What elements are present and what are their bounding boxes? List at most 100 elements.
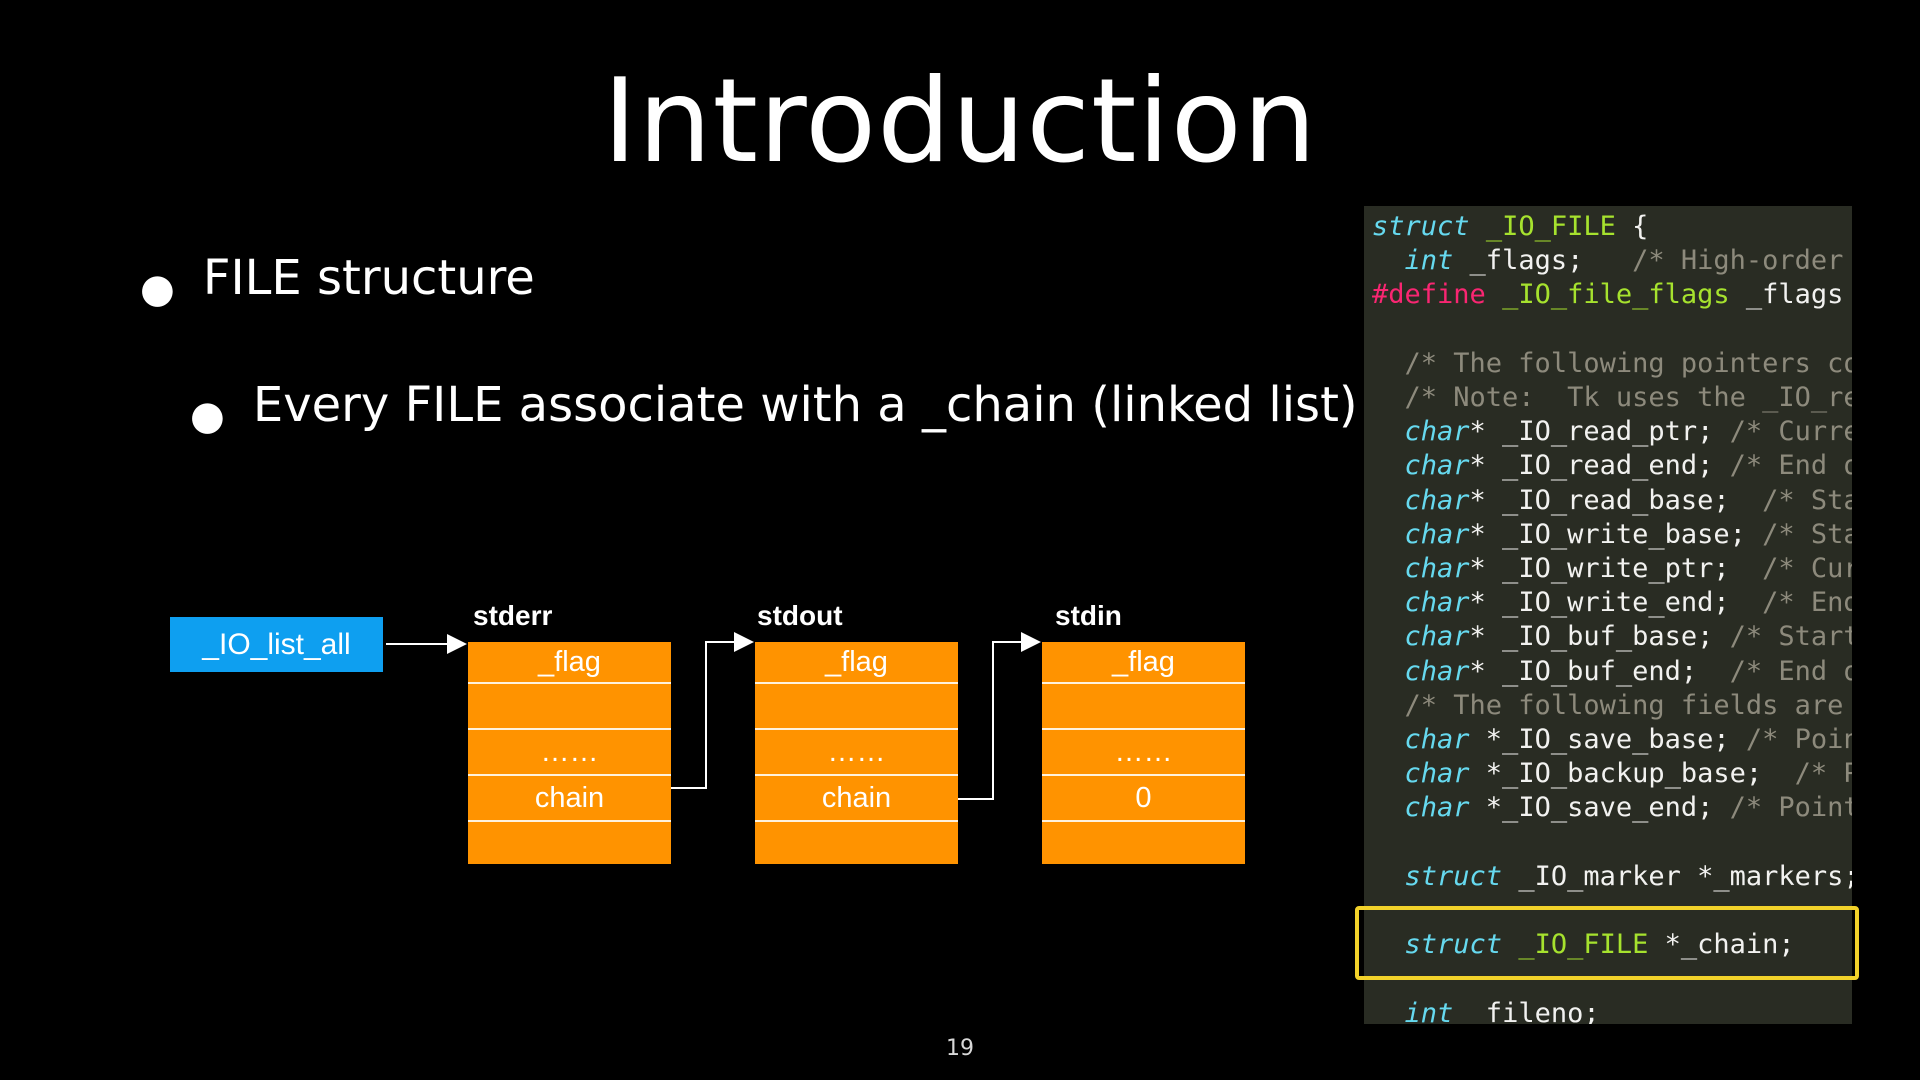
node-row-ellipsis: …… [1114, 735, 1173, 768]
code-panel: struct _IO_FILE { int _flags; /* High-or… [1364, 206, 1852, 1024]
code-line: /* Note: Tk uses the _IO_rea [1372, 381, 1852, 415]
code-token: /* Start [1729, 621, 1852, 653]
bullet-text: FILE structure [202, 250, 535, 306]
code-line: char* _IO_read_end; /* End of [1372, 449, 1852, 483]
node-row-chain: chain [534, 781, 605, 814]
code-token [1372, 690, 1405, 721]
arrow-stdout-to-stdin [958, 632, 1041, 800]
code-token [1470, 211, 1486, 242]
code-token: * _IO_read_base; [1469, 484, 1763, 516]
node-row-ellipsis: …… [540, 735, 599, 768]
code-line: char* _IO_read_base; /* Star [1372, 484, 1852, 518]
row-divider [755, 774, 958, 776]
node-row-flag: _flag [1112, 645, 1175, 678]
code-line: char *_IO_save_end; /* Pointe [1372, 791, 1852, 825]
code-token: int [1404, 245, 1454, 277]
code-token: _flags; [1453, 245, 1633, 277]
code-token: _fileno; [1453, 997, 1600, 1024]
code-token [1372, 656, 1405, 687]
code-token: struct [1404, 860, 1503, 892]
code-line: char *_IO_backup_base; /* Po [1372, 757, 1852, 791]
code-line: char* _IO_write_end; /* End [1372, 586, 1852, 620]
code-line: char* _IO_buf_base; /* Start [1372, 620, 1852, 654]
node-row-flag: _flag [825, 645, 888, 678]
chain-highlight-box [1355, 906, 1859, 980]
code-line: struct _IO_FILE { [1372, 210, 1648, 244]
code-token [1372, 724, 1405, 755]
code-token: char [1404, 587, 1470, 619]
row-divider [1042, 774, 1245, 776]
code-token: char [1404, 758, 1470, 790]
code-line: char *_IO_save_base; /* Point [1372, 723, 1852, 757]
bullet-chain-description: ● Every FILE associate with a _chain (lin… [190, 377, 1358, 439]
code-line: #define _IO_file_flags _flags [1372, 278, 1843, 312]
code-token [1372, 792, 1405, 823]
code-token: char [1404, 416, 1470, 448]
code-line: int _flags; /* High-order w [1372, 244, 1852, 278]
row-divider [755, 682, 958, 684]
code-token: /* Pointe [1729, 792, 1852, 824]
code-line: char* _IO_buf_end; /* End of [1372, 655, 1852, 689]
code-line: char* _IO_read_ptr; /* Curren [1372, 415, 1852, 449]
row-divider [755, 728, 958, 730]
code-token [1372, 758, 1405, 789]
arrow-stderr-to-stdout [671, 632, 754, 789]
code-token: #define [1372, 279, 1486, 311]
page-number: 19 [946, 1036, 974, 1061]
code-token [1372, 485, 1405, 516]
code-token [1372, 587, 1405, 618]
code-line: int _fileno; [1372, 997, 1600, 1024]
code-token: char [1404, 518, 1470, 550]
code-token [1372, 519, 1405, 550]
io-list-all-box: _IO_list_all [170, 617, 383, 672]
code-token: char [1404, 724, 1470, 755]
code-token [1372, 348, 1405, 379]
node-stderr: _flag …… chain [468, 642, 671, 864]
code-token: /* Point [1745, 724, 1852, 755]
slide-title: Introduction [602, 54, 1318, 189]
node-row-chain: chain [821, 781, 892, 814]
code-token: { [1615, 211, 1649, 242]
code-token: _IO_marker *_markers; [1502, 860, 1852, 892]
code-token: * _IO_buf_end; [1469, 655, 1730, 687]
code-token: /* Star [1762, 484, 1852, 516]
code-token [1372, 553, 1405, 584]
row-divider [1042, 728, 1245, 730]
code-token [1372, 450, 1405, 481]
code-token [1372, 998, 1405, 1024]
node-stdin: _flag …… 0 [1042, 642, 1245, 864]
row-divider [468, 774, 671, 776]
code-token: *_IO_backup_base; [1469, 758, 1795, 790]
node-row-flag: _flag [538, 645, 601, 678]
code-token: /* Curren [1729, 416, 1852, 448]
code-token: _IO_FILE [1485, 211, 1616, 242]
code-token: * _IO_write_end; [1469, 587, 1763, 619]
row-divider [755, 820, 958, 822]
row-divider [1042, 682, 1245, 684]
code-token: /* Curr [1762, 553, 1852, 584]
code-token: char [1404, 792, 1470, 824]
bullet-file-structure: ● FILE structure [140, 250, 535, 312]
code-token: /* High-order w [1632, 245, 1852, 277]
code-line: char* _IO_write_ptr; /* Curr [1372, 552, 1852, 586]
code-token: * _IO_read_ptr; [1469, 416, 1730, 448]
code-token [1486, 279, 1502, 310]
bullet-dot-icon: ● [190, 393, 225, 439]
node-label-stdin: stdin [1055, 600, 1122, 631]
code-token [1372, 245, 1405, 276]
code-token: /* The following fields are u [1404, 689, 1852, 721]
row-divider [468, 820, 671, 822]
code-token [1372, 861, 1405, 892]
code-token: /* End of [1729, 450, 1852, 482]
code-token: _IO_FILE [1518, 929, 1649, 961]
code-token: /* End of [1729, 655, 1852, 687]
code-token: _IO_file_flags [1502, 279, 1730, 311]
bullet-text: Every FILE associate with a _chain (link… [252, 377, 1358, 433]
code-token: * _IO_write_ptr; [1469, 553, 1763, 584]
code-line: struct _IO_FILE *_chain; [1372, 928, 1795, 962]
row-divider [468, 728, 671, 730]
code-token: * _IO_write_base; [1469, 518, 1763, 550]
code-token: /* End [1762, 587, 1852, 619]
bullet-dot-icon: ● [140, 266, 175, 312]
